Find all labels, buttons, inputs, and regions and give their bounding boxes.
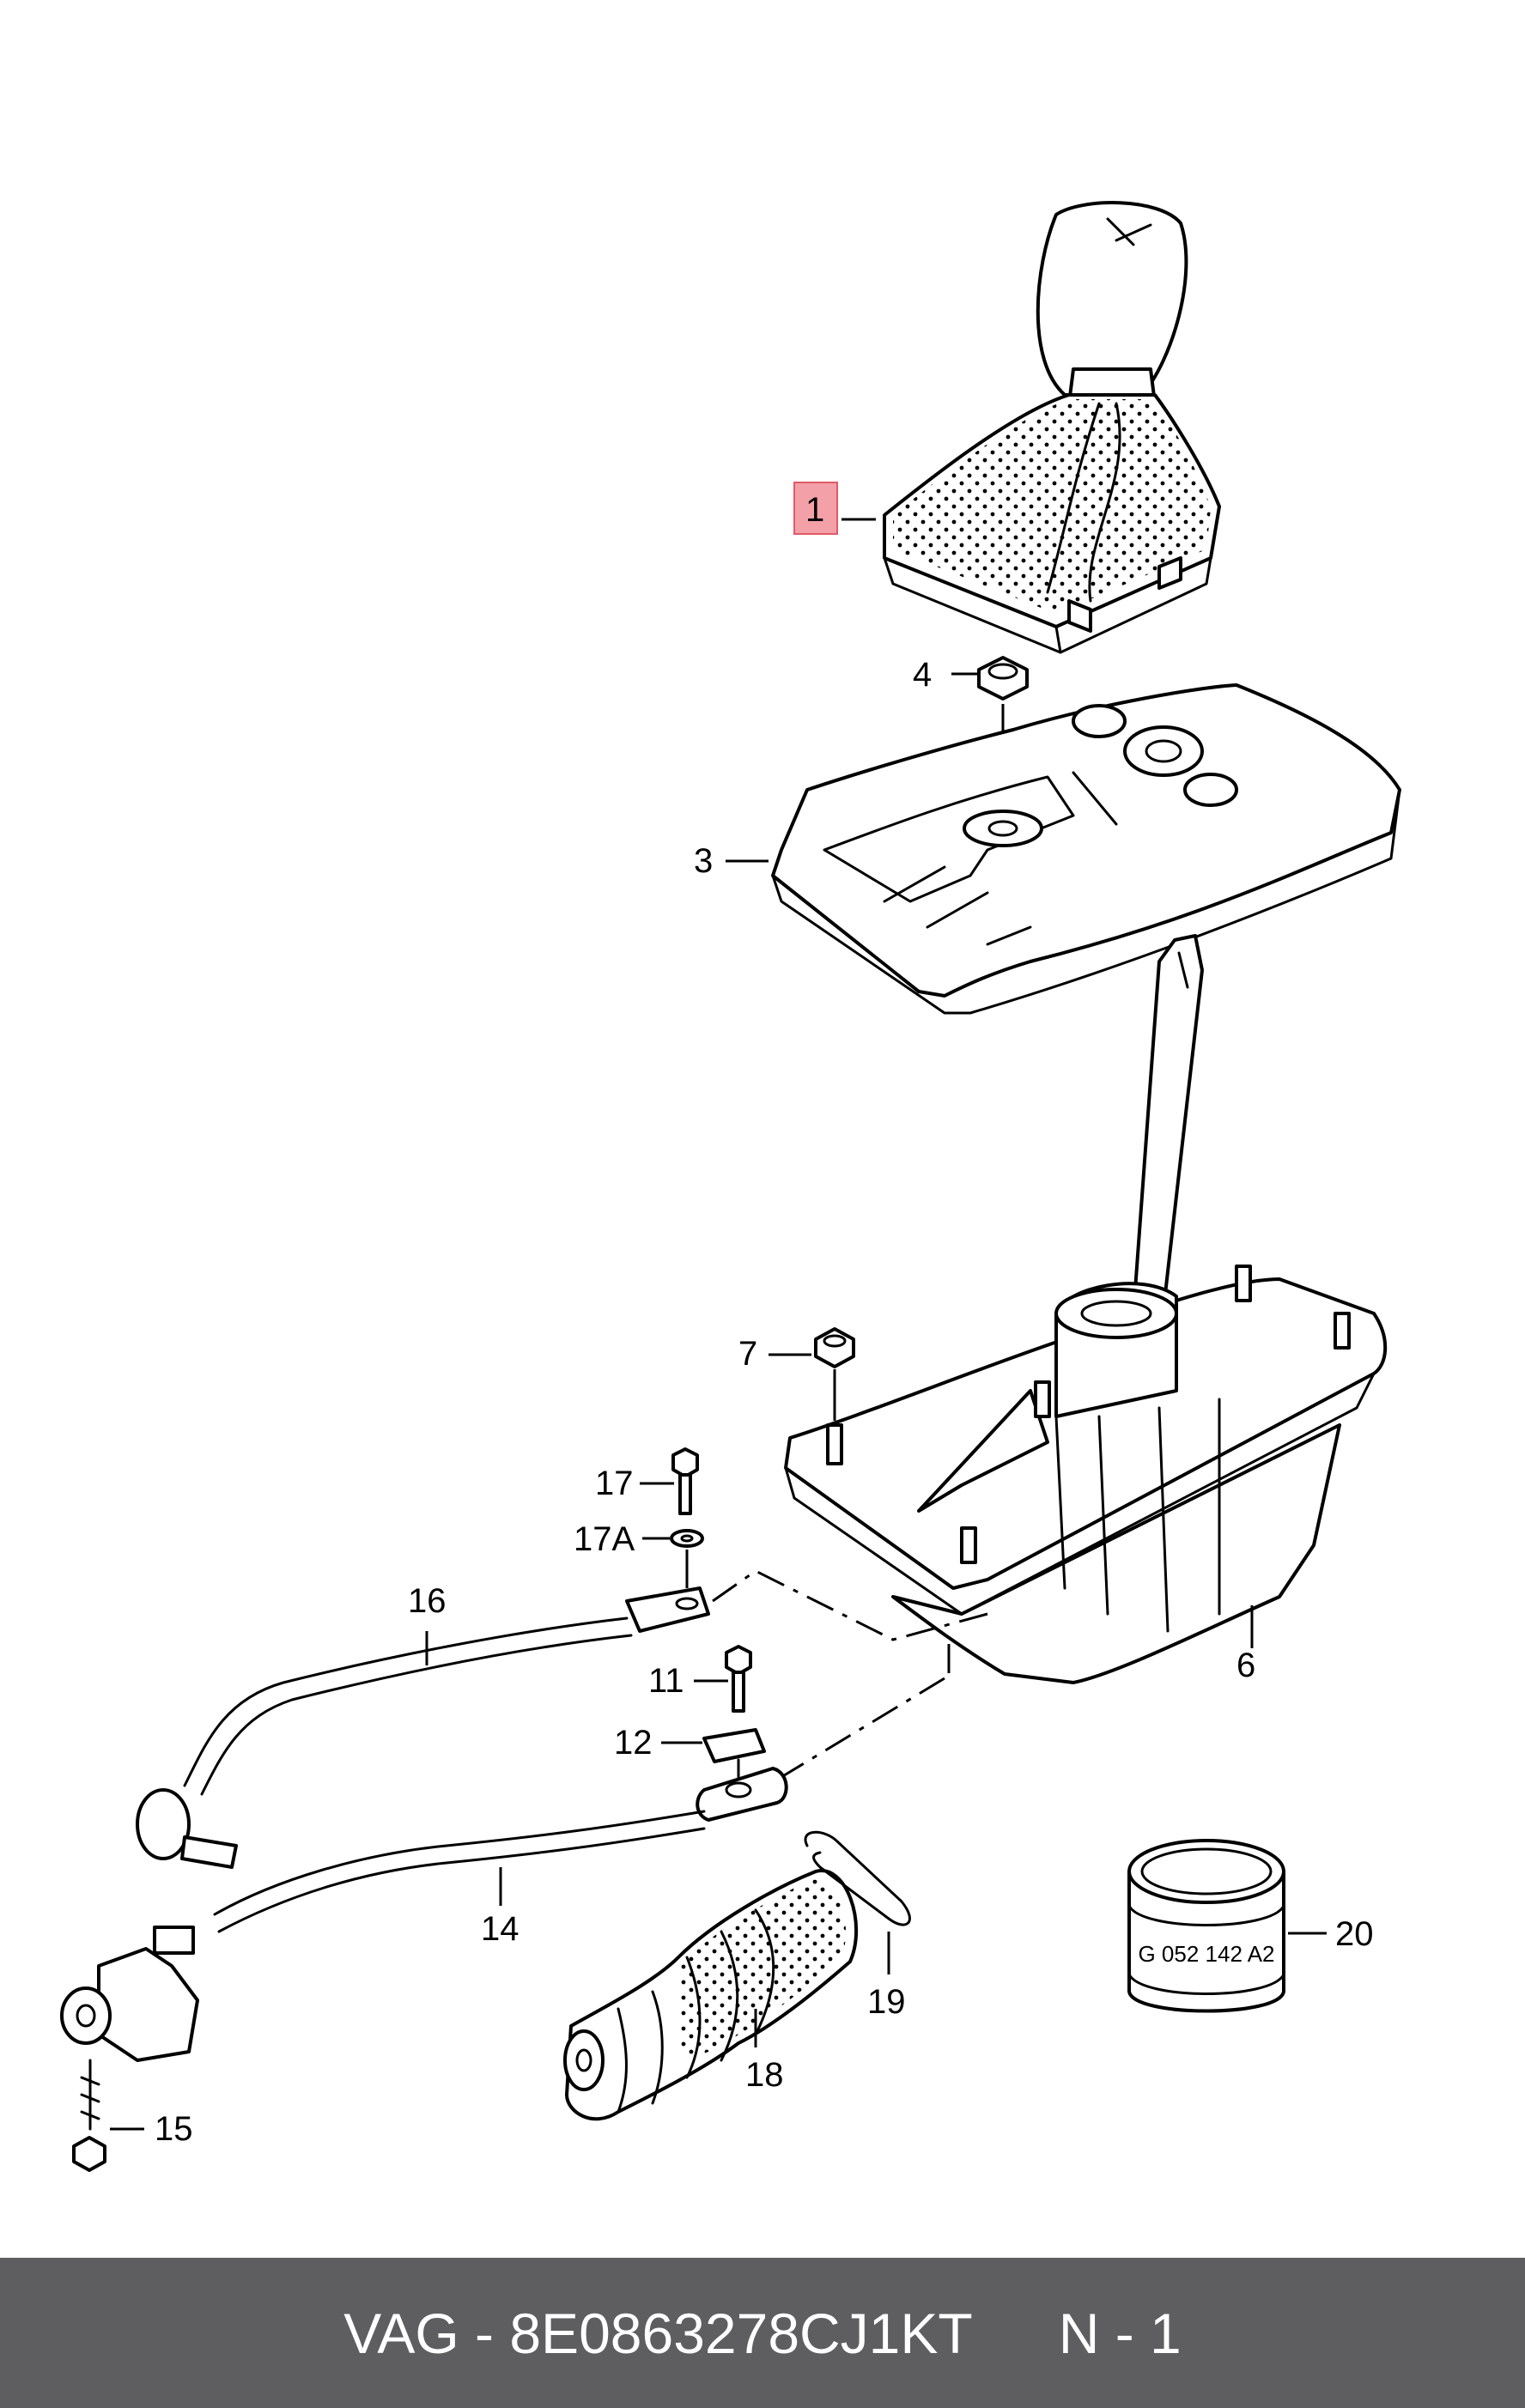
callout-7[interactable]: 7	[738, 1335, 757, 1373]
bolt-part-17[interactable]	[671, 1447, 699, 1515]
washer-part-17a[interactable]	[670, 1529, 704, 1588]
callout-19[interactable]: 19	[867, 1983, 906, 2021]
callout-12[interactable]: 12	[614, 1724, 653, 1762]
callout-labels: 1 4 3 7 6 17 17A 16 11 12 14 19 18 15 20	[155, 491, 1374, 2148]
callout-20[interactable]: 20	[1335, 1915, 1374, 1953]
callout-17a[interactable]: 17A	[574, 1520, 635, 1558]
callout-17[interactable]: 17	[595, 1465, 634, 1502]
part-number-footer: VAG - 8E0863278CJ1KT N - 1	[0, 2258, 1525, 2408]
shift-rod-part-14[interactable]	[60, 1767, 788, 2062]
callout-6[interactable]: 6	[1236, 1647, 1255, 1684]
clamp-part-12[interactable]	[702, 1728, 766, 1779]
nut-part-7[interactable]	[814, 1327, 855, 1465]
callout-15[interactable]: 15	[155, 2110, 193, 2148]
cover-plate-part-3[interactable]	[771, 683, 1401, 1015]
assembly-guide-lines	[712, 1569, 988, 1779]
callout-14[interactable]: 14	[481, 1910, 519, 1948]
callout-18[interactable]: 18	[745, 2056, 784, 2094]
screw-part-15[interactable]	[72, 2059, 106, 2172]
leader-lines	[110, 518, 1327, 2131]
bolt-part-11[interactable]	[725, 1645, 752, 1713]
callout-4[interactable]: 4	[913, 656, 932, 694]
sealant-part-20[interactable]: G 052 142 A2	[1127, 1839, 1285, 2013]
callout-1[interactable]: 1	[805, 491, 824, 529]
callout-11[interactable]: 11	[648, 1662, 684, 1700]
parts-diagram: G 052 142 A2 1 4 3 7 6 17 17A 16 11 12 1…	[60, 201, 1401, 2172]
sealant-label: G 052 142 A2	[1138, 1941, 1274, 1967]
shift-mechanism-part-6[interactable]	[784, 934, 1388, 1684]
selector-rod-part-16[interactable]	[136, 1586, 710, 1869]
clip-part-19[interactable]	[804, 1830, 911, 1974]
callout-highlight-part-1	[793, 482, 838, 535]
part-number: VAG - 8E0863278CJ1KT	[343, 2301, 973, 2365]
rubber-boot-part-18[interactable]	[563, 1869, 859, 2121]
quantity: N - 1	[1058, 2301, 1182, 2365]
callout-3[interactable]: 3	[694, 842, 713, 880]
gear-knob-boot[interactable]	[883, 201, 1221, 654]
callout-16[interactable]: 16	[408, 1582, 447, 1620]
